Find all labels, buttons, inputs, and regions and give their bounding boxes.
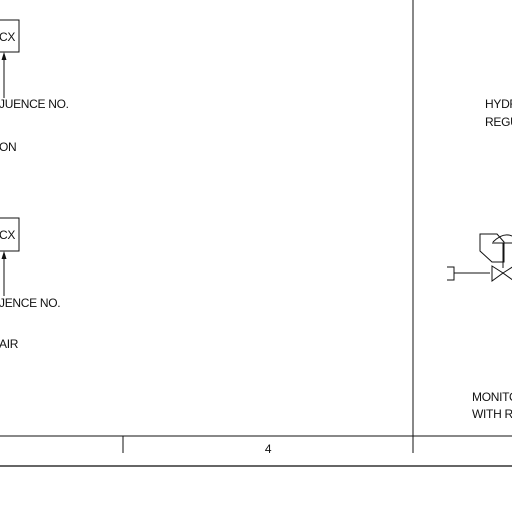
tag-box-1: CX (0, 19, 20, 53)
sequence-number-label-1: JUENCE NO. (0, 97, 69, 111)
right-label-2-line-1: MONITO (472, 390, 512, 404)
regulator-valve-icon (447, 233, 512, 282)
sequence-arrow-1 (1, 52, 7, 98)
sequence-arrow-2 (1, 251, 7, 296)
tag-box-1-text: CX (0, 30, 15, 44)
page-number: 4 (265, 442, 272, 456)
tag-box-2-text: CX (0, 228, 15, 242)
tag-box-2: CX (0, 217, 20, 252)
partial-label-2: AIR (0, 337, 19, 351)
right-label-2-line-2: WITH R (472, 407, 512, 421)
sequence-number-label-2: JENCE NO. (0, 296, 60, 310)
right-label-1-line-2: REGU (485, 115, 512, 129)
partial-label-1: ON (0, 140, 16, 154)
